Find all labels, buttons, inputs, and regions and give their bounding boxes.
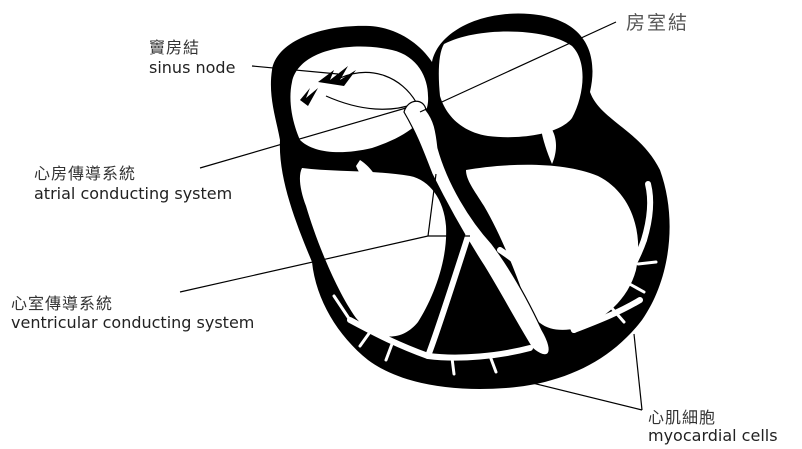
leader-ventricular-system — [180, 236, 428, 292]
label-myocardial-zh: 心肌細胞 — [648, 404, 716, 428]
heart-wall — [271, 14, 670, 389]
sinus-node-marks — [300, 66, 356, 106]
label-ventricular-system-zh: 心室傳導系統 — [11, 290, 113, 314]
label-sinus-node-zh: 竇房結 — [149, 34, 200, 58]
label-myocardial-en: myocardial cells — [648, 426, 778, 445]
leader-myocardial-1 — [512, 378, 642, 410]
label-ventricular-system-en: ventricular conducting system — [11, 313, 254, 332]
leader-myocardial-2 — [634, 334, 642, 410]
label-atrial-system-en: atrial conducting system — [34, 184, 232, 203]
label-atrial-system-zh: 心房傳導系統 — [34, 160, 136, 184]
label-av-node-zh: 房室結 — [626, 8, 689, 35]
label-sinus-node-en: sinus node — [149, 58, 235, 77]
